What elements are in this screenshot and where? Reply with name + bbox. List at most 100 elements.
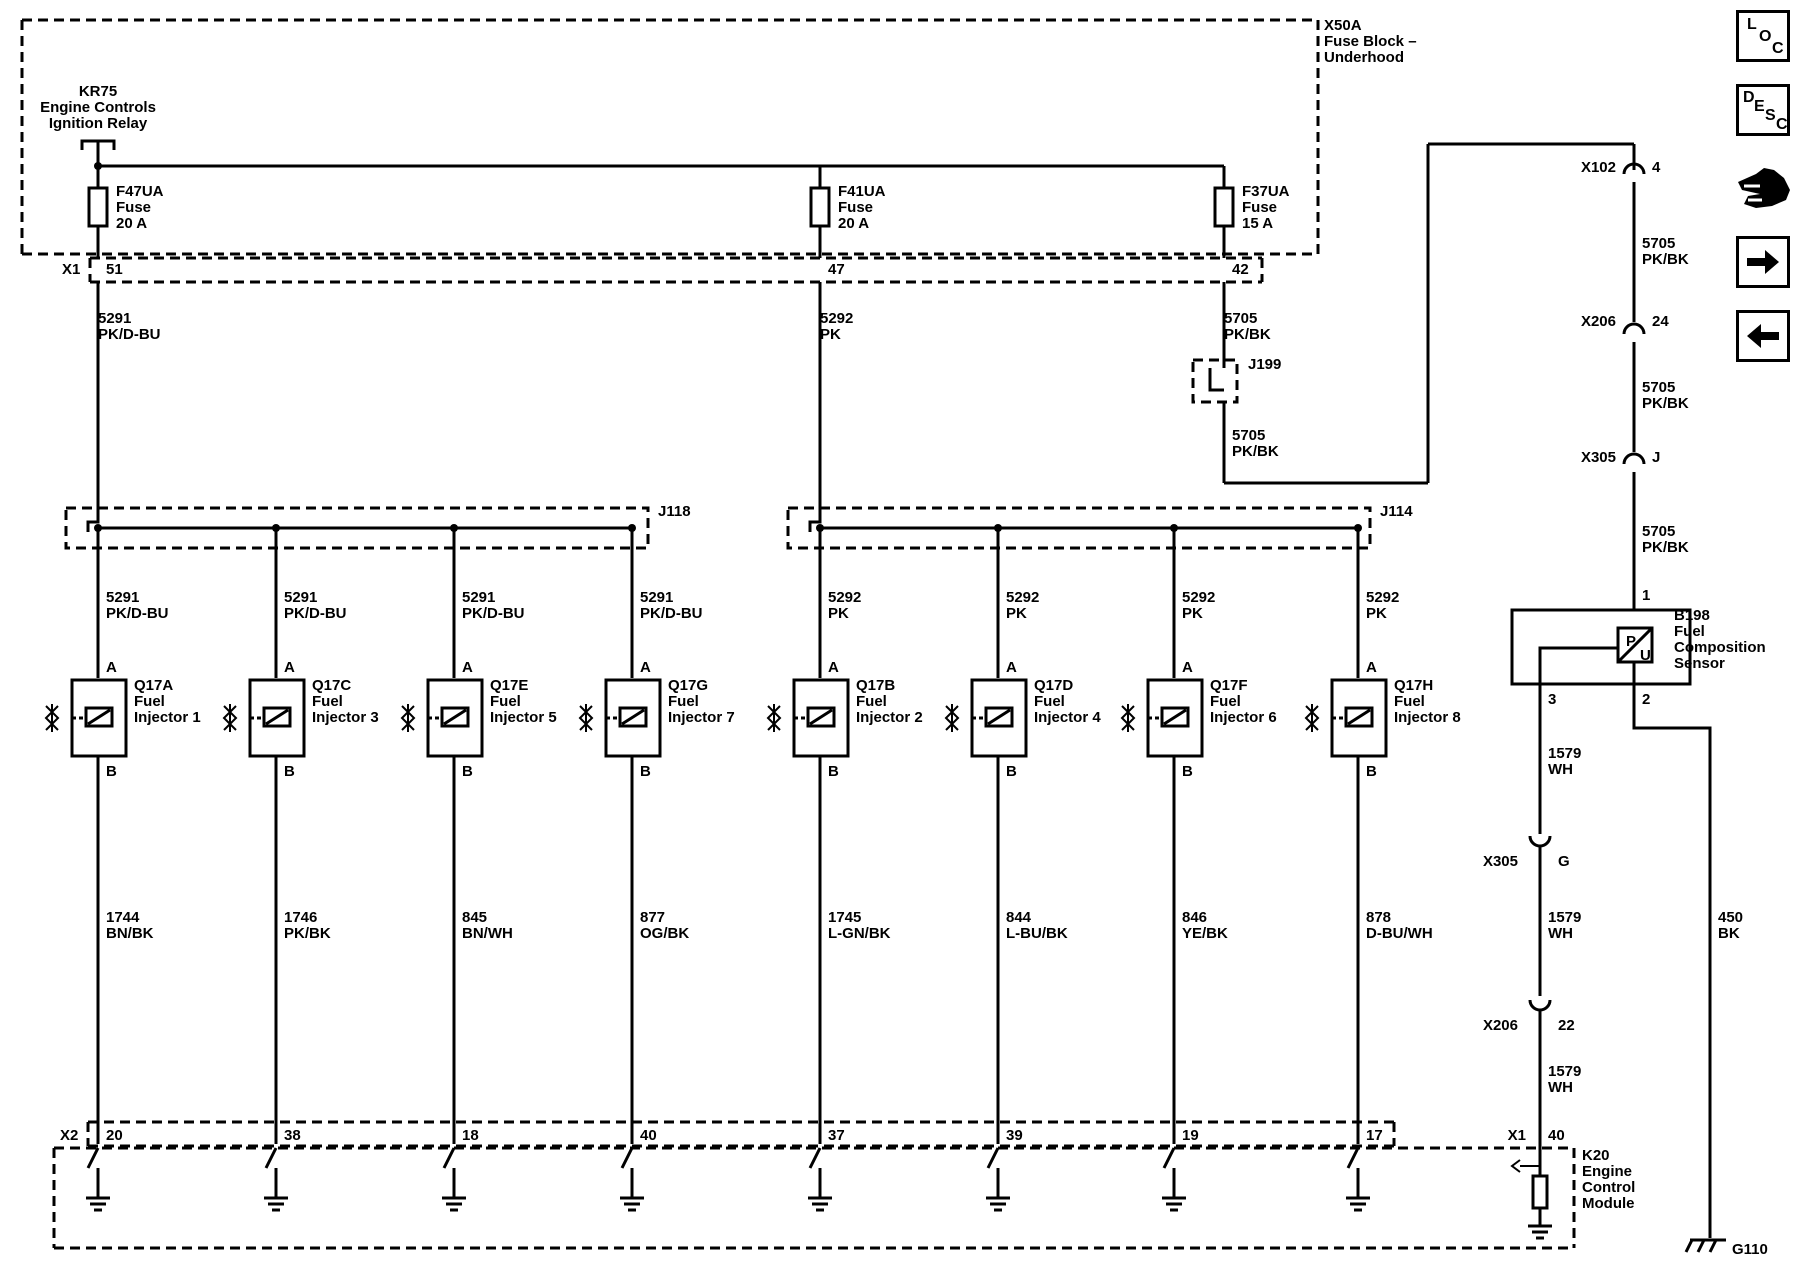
fuse-pin: 51: [106, 261, 123, 278]
desc-letter-s: S: [1765, 107, 1776, 124]
wire-circuit-number: 1744: [106, 909, 140, 926]
inline-connector-x206: [1528, 999, 1552, 1012]
wire-circuit-number: 5292: [828, 589, 861, 606]
fuse-id: F37UA: [1242, 183, 1290, 200]
splice-j199: [1191, 358, 1239, 404]
injector-id: Q17E: [490, 677, 528, 694]
ground-name: G110: [1732, 1241, 1768, 1258]
injector-label: Fuel: [312, 693, 343, 710]
wire-circuit-number: 5705: [1642, 379, 1675, 396]
injector-pin-a: A: [1182, 659, 1193, 676]
wire-color-code: BN/WH: [462, 925, 513, 942]
wire-color-code: L-BU/BK: [1006, 925, 1068, 942]
sensor-symbol-letter: U: [1640, 647, 1651, 664]
fuse-type: Fuse: [838, 199, 873, 216]
fuse-block-name: X50A: [1324, 17, 1362, 34]
injector-label: Injector 7: [668, 709, 735, 726]
wire-circuit-number: 5705: [1232, 427, 1265, 444]
injector-solenoid-icon: [440, 706, 470, 728]
injector-label: Injector 6: [1210, 709, 1277, 726]
wire-circuit-number: 1745: [828, 909, 861, 926]
wire-circuit-number: 846: [1182, 909, 1207, 926]
arrow-left-icon: [1747, 324, 1779, 348]
connector-pin: 4: [1652, 159, 1661, 176]
injector-solenoid-icon: [443, 708, 467, 726]
injector-pin-b: B: [1006, 763, 1017, 780]
fuse-body: [809, 186, 831, 228]
hand-pointer-button[interactable]: [1734, 160, 1794, 216]
ecm-label: Control: [1582, 1179, 1635, 1196]
wire-color-code: PK/BK: [1642, 539, 1689, 556]
injector-valve-icon: [222, 704, 238, 732]
sensor-label: Sensor: [1674, 655, 1725, 672]
inline-connector-x305: [1622, 452, 1646, 465]
injector-solenoid-icon: [87, 708, 111, 726]
wire-circuit-number: 1579: [1548, 745, 1581, 762]
wire-color-code: PK/BK: [1642, 251, 1689, 268]
injector-solenoid-icon: [1347, 708, 1371, 726]
wire-color-code: WH: [1548, 1079, 1573, 1096]
location-button[interactable]: L O C: [1736, 10, 1790, 62]
relay-name: KR75: [79, 83, 117, 100]
connector-name: X206: [1581, 313, 1616, 330]
wire-color-code: BN/BK: [106, 925, 154, 942]
wire-color-code: PK/BK: [284, 925, 331, 942]
injector-valve-icon: [578, 704, 594, 732]
ecm-label: Engine: [1582, 1163, 1632, 1180]
splice-j114-feed: [808, 508, 822, 532]
wire-color-code: PK/BK: [1224, 326, 1271, 343]
injector-id: Q17A: [134, 677, 173, 694]
wire-circuit-number: 5292: [820, 310, 853, 327]
injector-label: Fuel: [134, 693, 165, 710]
injector-pin-a: A: [1366, 659, 1377, 676]
sensor-symbol-icon: [1616, 626, 1654, 664]
injector-solenoid-icon: [262, 706, 292, 728]
injector-label: Injector 2: [856, 709, 923, 726]
injector-pin-b: B: [828, 763, 839, 780]
previous-page-button[interactable]: [1736, 310, 1790, 362]
injector-pin-b: B: [640, 763, 651, 780]
splice-j199-link: [1208, 368, 1224, 392]
wire-circuit-number: 1746: [284, 909, 317, 926]
wire-circuit-number: 5291: [284, 589, 317, 606]
relay-label: Engine Controls: [40, 99, 156, 116]
ecm-label: Module: [1582, 1195, 1635, 1212]
injector-valve-icon: [944, 704, 960, 732]
injector-solenoid-icon: [618, 706, 648, 728]
inline-connector-x102: [1622, 162, 1646, 175]
sensor-id: B198: [1674, 607, 1710, 624]
injector-label: Injector 5: [490, 709, 557, 726]
injector-pin-a: A: [106, 659, 117, 676]
injector-id: Q17G: [668, 677, 708, 694]
ecm-driver-switch: [1346, 1147, 1360, 1169]
ecm-driver-switch: [808, 1147, 822, 1169]
connector-pin: J: [1652, 449, 1660, 466]
ecm-driver-switch: [620, 1147, 634, 1169]
wire-color-code: PK/D-BU: [640, 605, 703, 622]
wire-color-code: PK: [820, 326, 841, 343]
splice-j114-name: J114: [1380, 503, 1413, 520]
ecm-driver-switch: [1162, 1147, 1176, 1169]
injector-solenoid-icon: [1160, 706, 1190, 728]
x2-connector-name: X2: [60, 1127, 78, 1144]
description-button[interactable]: D E S C: [1736, 84, 1790, 136]
wire-circuit-number: 5292: [1366, 589, 1399, 606]
wire-color-code: PK: [1006, 605, 1027, 622]
fuse-rating: 20 A: [116, 215, 147, 232]
wire-circuit-number: 5291: [462, 589, 495, 606]
injector-pin-b: B: [1182, 763, 1193, 780]
fuse-body: [87, 186, 109, 228]
wire-circuit-number: 1579: [1548, 1063, 1581, 1080]
ecm-pin: 40: [640, 1127, 657, 1144]
wire-circuit-number: 5291: [98, 310, 131, 327]
wire-circuit-number: 5705: [1224, 310, 1257, 327]
wire-circuit-number: 5291: [106, 589, 139, 606]
injector-pin-b: B: [1366, 763, 1377, 780]
next-page-button[interactable]: [1736, 236, 1790, 288]
splice-j118-name: J118: [658, 503, 691, 520]
splice-j114: [786, 506, 1372, 550]
loc-letter-c: C: [1772, 40, 1784, 57]
injector-label: Fuel: [856, 693, 887, 710]
relay-label: Ignition Relay: [49, 115, 148, 132]
injector-solenoid-icon: [84, 706, 114, 728]
